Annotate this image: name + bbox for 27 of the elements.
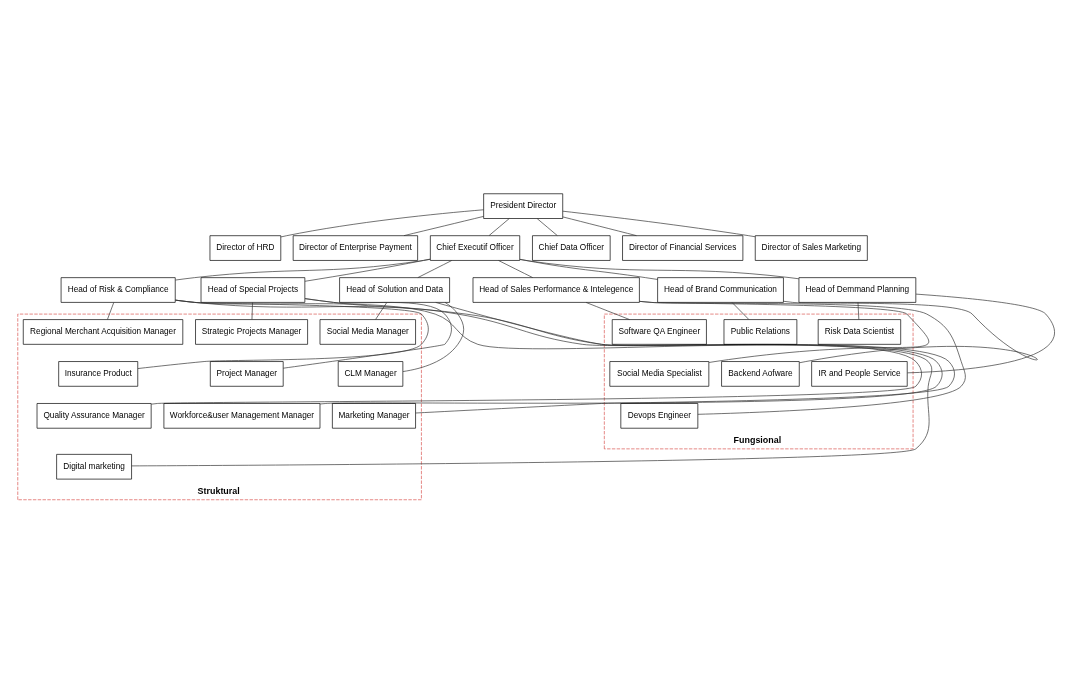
connector: [562, 210, 756, 238]
connector: [585, 302, 630, 320]
connector: [403, 216, 484, 236]
connector: [907, 293, 1055, 374]
connector: [280, 209, 484, 238]
connector: [536, 218, 558, 236]
connector: [857, 302, 860, 320]
connector: [150, 299, 922, 405]
connector: [519, 259, 800, 280]
connector: [783, 300, 1038, 364]
connector: [107, 302, 115, 320]
connector: [175, 259, 431, 281]
connector: [402, 302, 465, 372]
connector: [304, 298, 943, 405]
connector: [282, 298, 452, 369]
connector: [488, 218, 510, 236]
connector: [415, 302, 955, 414]
connector: [375, 302, 388, 320]
connector: [562, 216, 637, 236]
connector: [417, 260, 453, 278]
connector: [639, 301, 966, 415]
connector: [304, 258, 431, 282]
connector: [131, 299, 933, 467]
connector: [498, 260, 534, 278]
connector: [137, 299, 429, 369]
connector: [731, 302, 750, 320]
connector: [251, 302, 253, 320]
